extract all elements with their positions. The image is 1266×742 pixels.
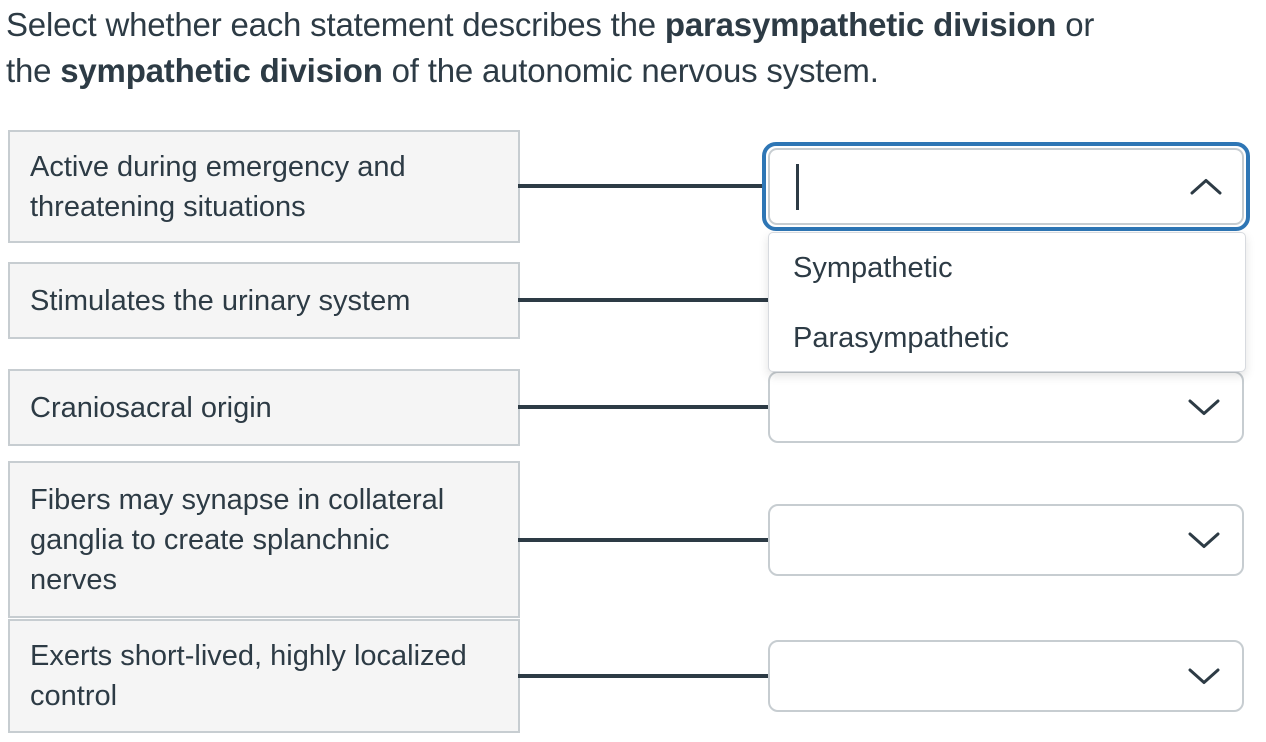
question-bold-parasympathetic: parasympathetic division	[664, 6, 1057, 43]
question-text-segment: Select whether each statement describes …	[6, 6, 665, 43]
statement-box-1: Active during emergency and threatening …	[8, 130, 520, 243]
question-text-segment: of the autonomic nervous system.	[382, 52, 879, 89]
connector-line-4	[518, 538, 768, 542]
chevron-down-icon	[1188, 668, 1220, 685]
chevron-down-icon	[1188, 399, 1220, 416]
dropdown-menu: Sympathetic Parasympathetic	[768, 232, 1246, 372]
connector-line-5	[518, 674, 768, 678]
statement-box-3: Craniosacral origin	[8, 369, 520, 446]
statement-text: Active during emergency and threatening …	[30, 150, 406, 223]
question-bold-sympathetic: sympathetic division	[60, 52, 383, 89]
text-caret	[796, 163, 799, 210]
chevron-down-icon	[1188, 532, 1220, 549]
dropdown-option-sympathetic[interactable]: Sympathetic	[793, 251, 953, 284]
connector-line-3	[518, 405, 768, 409]
statement-box-5: Exerts short-lived, highly localized con…	[8, 619, 520, 733]
answer-combobox-5[interactable]	[768, 640, 1244, 712]
statement-text: Stimulates the urinary system	[30, 284, 411, 317]
question-text: Select whether each statement describes …	[6, 2, 1260, 94]
chevron-up-icon	[1190, 178, 1222, 195]
answer-combobox-1[interactable]	[762, 142, 1250, 231]
statement-text: Exerts short-lived, highly localized con…	[30, 640, 467, 712]
combobox-input[interactable]	[768, 148, 1244, 225]
question-line-2: the sympathetic division of the autonomi…	[6, 48, 1260, 94]
connector-line-2	[518, 298, 768, 302]
question-text-segment: the	[6, 52, 61, 89]
question-line-1: Select whether each statement describes …	[6, 2, 1260, 48]
statement-text: Fibers may synapse in collateral ganglia…	[30, 483, 445, 596]
answer-combobox-3[interactable]	[768, 371, 1244, 443]
question-text-segment: or	[1056, 6, 1095, 43]
answer-combobox-4[interactable]	[768, 504, 1244, 576]
dropdown-option-parasympathetic[interactable]: Parasympathetic	[793, 321, 1009, 354]
statement-box-2: Stimulates the urinary system	[8, 262, 520, 339]
statement-text: Craniosacral origin	[30, 391, 272, 424]
statement-box-4: Fibers may synapse in collateral ganglia…	[8, 461, 520, 618]
connector-line-1	[518, 184, 768, 188]
